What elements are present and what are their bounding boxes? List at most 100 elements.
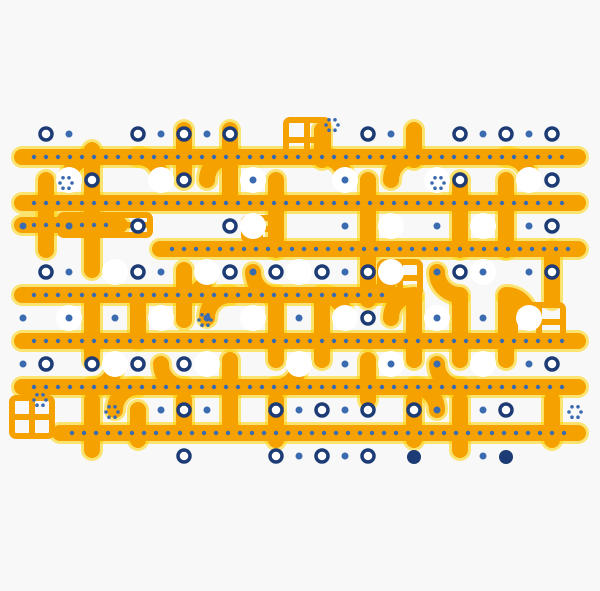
track-dot	[271, 154, 277, 160]
cluster-dot	[433, 186, 437, 190]
track-dot	[115, 200, 121, 206]
track-dot	[117, 430, 123, 436]
track-dot	[481, 246, 487, 252]
track-dot	[367, 154, 373, 160]
track-dot	[565, 246, 571, 252]
track-dot	[379, 384, 385, 390]
track-dot	[151, 384, 157, 390]
dot	[433, 360, 441, 368]
ring-marker	[268, 448, 284, 464]
ring-marker	[84, 172, 100, 188]
dot	[433, 406, 441, 414]
track-dot	[43, 200, 49, 206]
track-dot	[427, 338, 433, 344]
cluster-dot	[67, 176, 71, 180]
dot	[433, 314, 441, 322]
ring-marker	[314, 448, 330, 464]
dot	[65, 222, 73, 230]
hole	[516, 305, 542, 331]
cluster-dot	[333, 118, 337, 122]
cluster-dot	[439, 176, 443, 180]
track-dot	[343, 200, 349, 206]
track-dot	[43, 384, 49, 390]
cluster-dot	[570, 415, 574, 419]
track-dot	[253, 246, 259, 252]
track-dot	[415, 338, 421, 344]
track-dot	[355, 200, 361, 206]
dot	[525, 268, 533, 276]
track-dot	[103, 200, 109, 206]
track-dot	[91, 200, 97, 206]
ring-marker	[84, 356, 100, 372]
track-dot	[499, 384, 505, 390]
dot	[525, 130, 533, 138]
track-dot	[79, 338, 85, 344]
track-dot	[403, 200, 409, 206]
track-dot	[487, 200, 493, 206]
track-curve	[153, 356, 192, 395]
track-dot	[535, 154, 541, 160]
ring-marker	[406, 402, 422, 418]
track-dot	[357, 430, 363, 436]
track-dot	[43, 154, 49, 160]
track-dot	[547, 200, 553, 206]
track-dot	[367, 200, 373, 206]
ring-marker	[452, 126, 468, 142]
track-dot	[499, 154, 505, 160]
track-dot	[343, 154, 349, 160]
track-dot	[199, 338, 205, 344]
ring-marker	[130, 218, 146, 234]
track-dot	[475, 154, 481, 160]
track-dot	[285, 430, 291, 436]
cluster-dot	[41, 393, 45, 397]
track-dot	[529, 246, 535, 252]
ring-marker	[498, 402, 514, 418]
hole	[378, 213, 404, 239]
cluster-dot	[32, 398, 36, 402]
track-dot	[367, 338, 373, 344]
track-dot	[397, 246, 403, 252]
ring-marker	[498, 126, 514, 142]
track-dot	[261, 430, 267, 436]
track-dot	[511, 154, 517, 160]
track-dot	[361, 246, 367, 252]
dot	[295, 314, 303, 322]
cluster-dot	[116, 410, 120, 414]
track-dot	[463, 200, 469, 206]
track-dot	[175, 384, 181, 390]
track-dot	[547, 338, 553, 344]
track-dot	[55, 292, 61, 298]
track-dot	[151, 292, 157, 298]
track-dot	[307, 200, 313, 206]
track-dot	[367, 384, 373, 390]
track-dot	[127, 200, 133, 206]
track-dot	[403, 338, 409, 344]
dot-layer	[19, 118, 583, 464]
track-dot	[321, 430, 327, 436]
track-dot	[477, 430, 483, 436]
track-dot	[187, 154, 193, 160]
track-dot	[277, 246, 283, 252]
track-dot	[283, 338, 289, 344]
track-dot	[181, 246, 187, 252]
track-dot	[151, 200, 157, 206]
track-dot	[343, 338, 349, 344]
track-dot	[403, 384, 409, 390]
hole	[102, 351, 128, 377]
track-dot	[199, 154, 205, 160]
track-dot	[237, 430, 243, 436]
cluster-dot	[35, 403, 39, 407]
track-dot	[55, 154, 61, 160]
track-dot	[391, 200, 397, 206]
track-dot	[295, 154, 301, 160]
ring-marker	[360, 402, 376, 418]
track-dot	[427, 384, 433, 390]
track-dot	[223, 154, 229, 160]
hole	[148, 305, 174, 331]
track-dot	[295, 200, 301, 206]
cluster-dot	[206, 313, 210, 317]
track-dot	[151, 154, 157, 160]
dot	[341, 452, 349, 460]
track-dot	[103, 154, 109, 160]
